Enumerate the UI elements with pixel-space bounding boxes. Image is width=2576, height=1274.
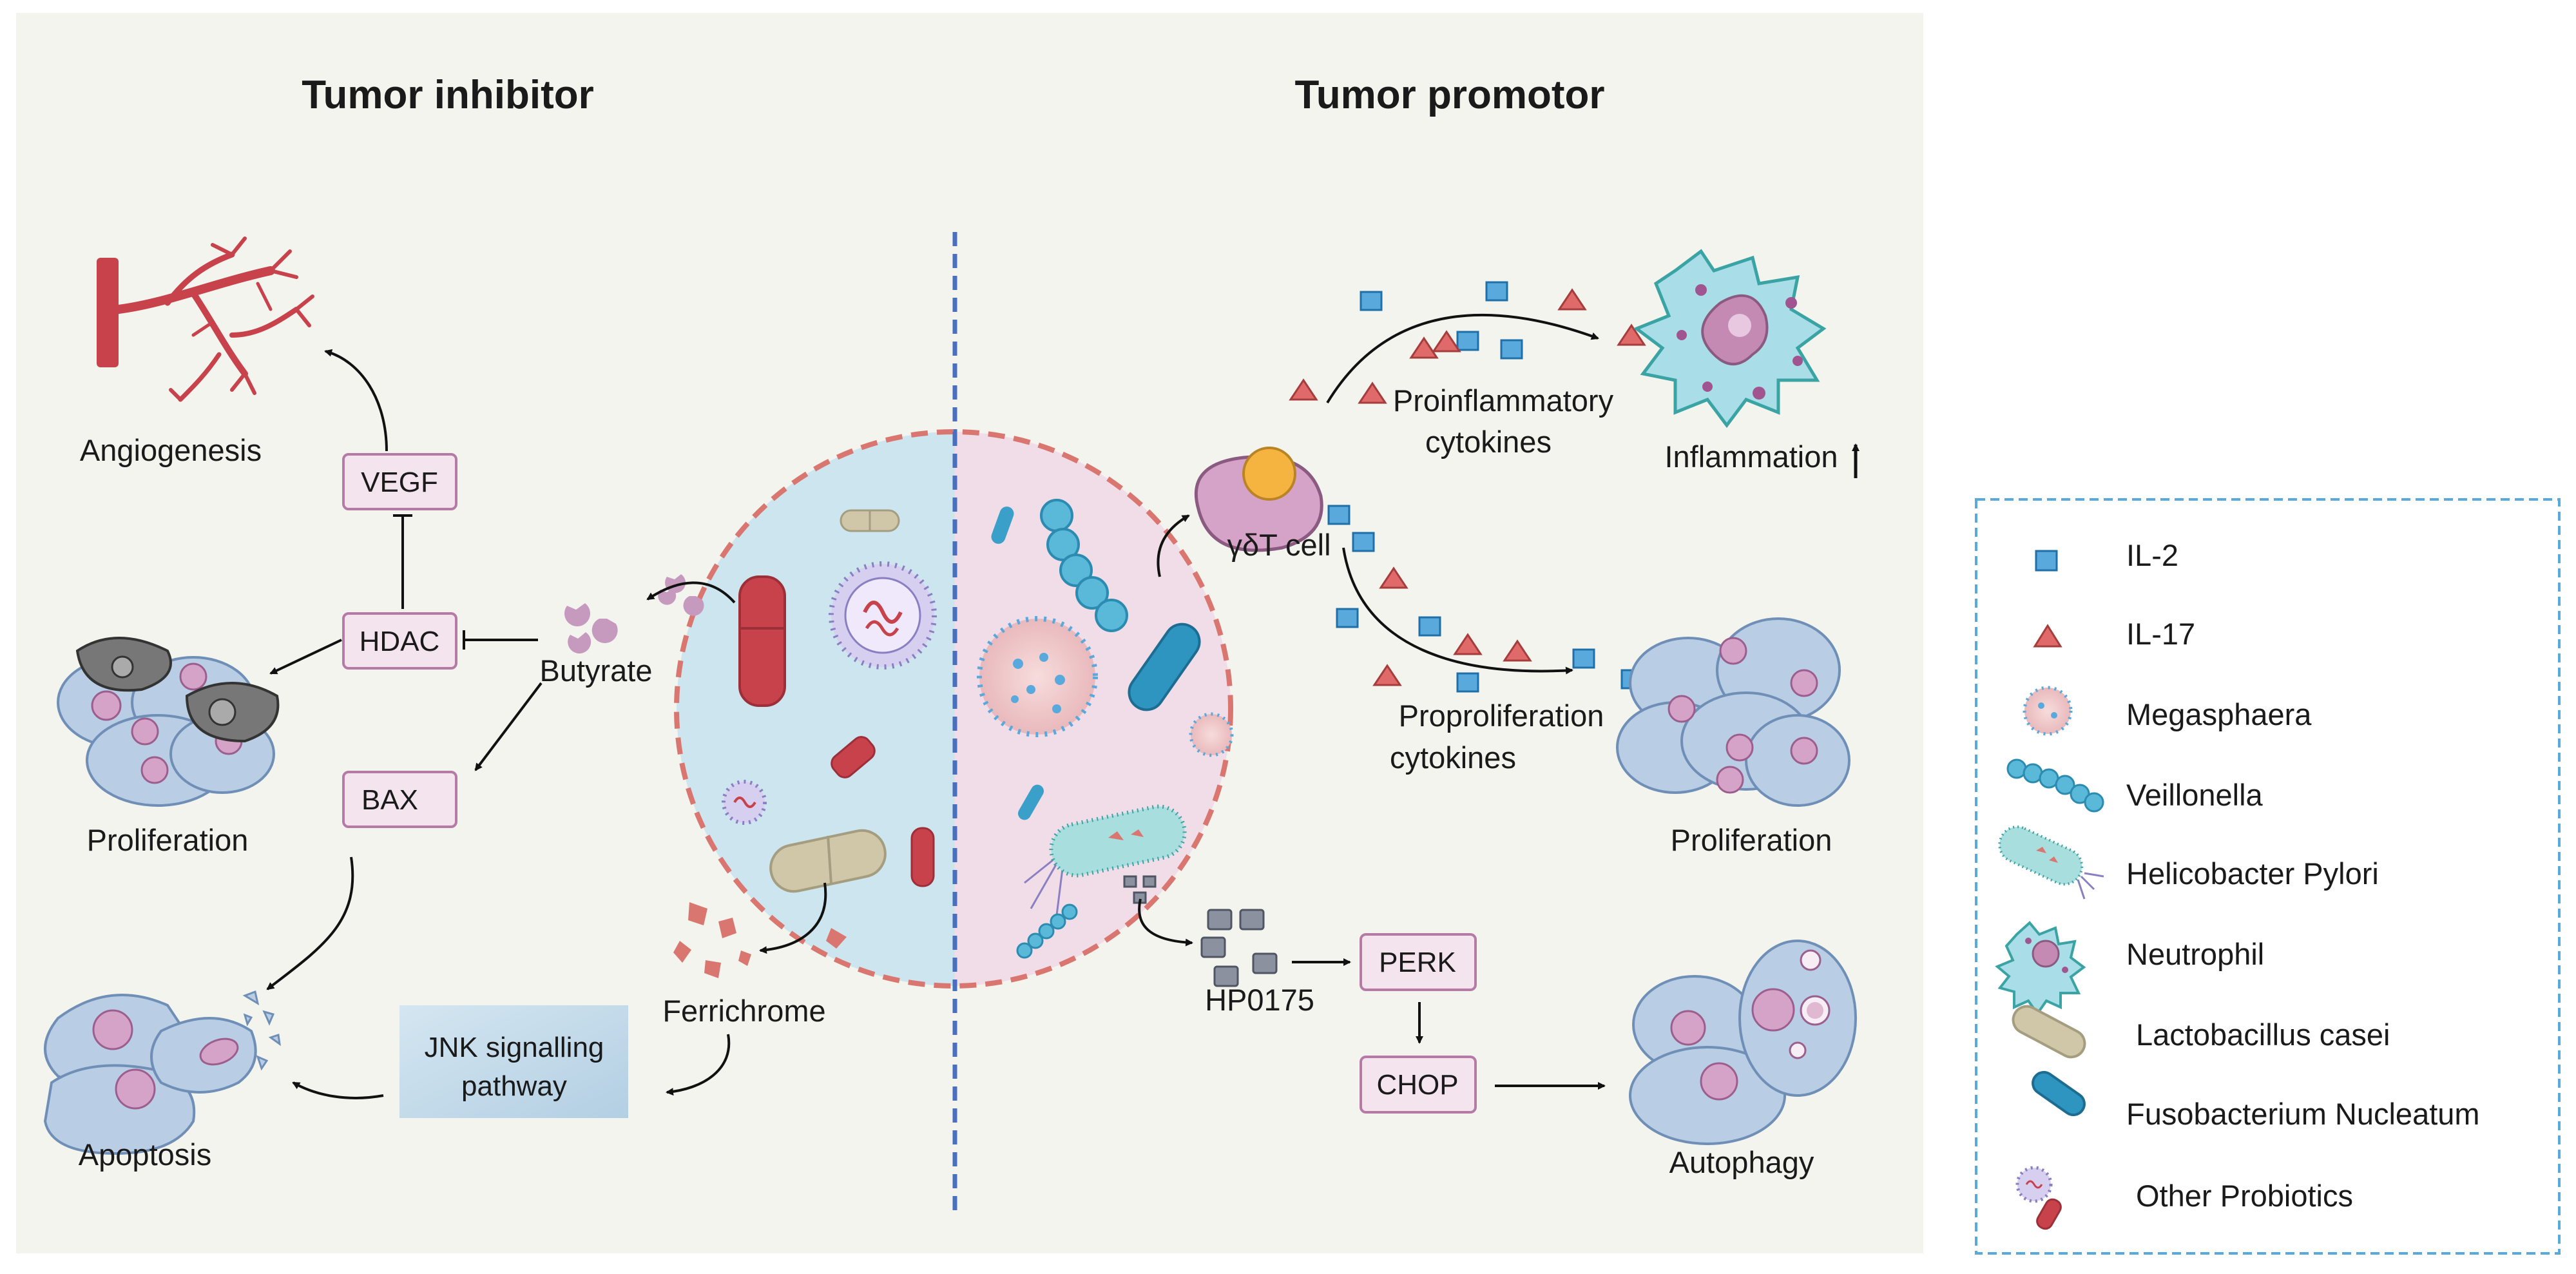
- perk-label: PERK: [1379, 947, 1456, 978]
- proinflammatory-label-line1: Proinflammatory: [1393, 383, 1614, 418]
- proliferation-label-right: Proliferation: [1671, 823, 1832, 857]
- lactobacillus-casei-small: [840, 509, 900, 532]
- arrow-vegf-to-angiogenesis: [324, 349, 388, 452]
- arrow-tcell-to-proliferation: [1342, 547, 1573, 675]
- il-2-square-icon: [2035, 550, 2058, 572]
- legend-label-helicobacter-pylori: Helicobacter Pylori: [2126, 856, 2379, 891]
- helicobacter-pylori-icon: [1998, 825, 2104, 900]
- autophagy-label: Autophagy: [1669, 1145, 1814, 1179]
- bax-box: [342, 771, 457, 828]
- lactobacillus-casei-large: [769, 829, 887, 893]
- arrow-hdac-to-proliferation: [269, 639, 342, 675]
- left-title: Tumor inhibitor: [302, 73, 593, 117]
- hp0175-label: HP0175: [1205, 983, 1314, 1017]
- chop-label: CHOP: [1376, 1069, 1458, 1101]
- right-title: Tumor promotor: [1294, 73, 1604, 117]
- fusobacterium-small-mid: [1018, 784, 1044, 820]
- blood-vessel-icon: [97, 236, 314, 402]
- other-probiotic-small: [722, 780, 767, 825]
- fusobacterium-nucleatum-icon: [2032, 1070, 2086, 1117]
- arrow-microbe-to-butyrate: [646, 581, 736, 604]
- il-17-triangle-icon: [2033, 624, 2062, 648]
- ferrichrome-fragments-icon: [673, 902, 847, 978]
- legend-label-il-17: IL-17: [2126, 617, 2195, 651]
- other-probiotic-spiked: [829, 561, 937, 670]
- hp0175-molecules-icon: [1123, 875, 1278, 987]
- vegf-label: VEGF: [361, 467, 438, 498]
- legend-label-fusobacterium-nucleatum: Fusobacterium Nucleatum: [2126, 1097, 2480, 1131]
- megasphaera-large: [977, 616, 1098, 737]
- veillonella-small-chain: [1016, 903, 1078, 959]
- perk-box: [1360, 933, 1477, 991]
- bax-label: BAX: [361, 784, 418, 816]
- apoptosis-label: Apoptosis: [79, 1137, 211, 1172]
- veillonella-chain: [1040, 499, 1128, 632]
- legend-label-neutrophil: Neutrophil: [2126, 937, 2264, 971]
- fusobacterium-large: [1128, 623, 1201, 711]
- legend-label-lactobacillus-casei: Lactobacillus casei: [2136, 1018, 2390, 1052]
- inflammation-label: Inflammation: [1664, 439, 1838, 474]
- apoptosis-cells: [43, 990, 281, 1155]
- arrow-microbe-to-tcell: [1157, 514, 1190, 577]
- veillonella-icon: [2006, 758, 2104, 813]
- gd-t-cell-label: γδT cell: [1227, 528, 1331, 562]
- left-arrows: [266, 349, 827, 1099]
- arrow-ferrichrome-to-jnk: [666, 1034, 731, 1096]
- chop-box: [1360, 1056, 1477, 1114]
- proliferation-cells-right: [1616, 617, 1850, 807]
- fusobacterium-small-top: [991, 507, 1014, 544]
- cytokine-markers: [1289, 281, 1646, 693]
- jnk-signalling-box: [399, 1005, 628, 1118]
- legend-label-megasphaera: Megasphaera: [2126, 697, 2312, 731]
- megasphaera-small: [1189, 712, 1234, 757]
- lactobacillus-casei-icon: [2012, 1005, 2086, 1059]
- hdac-box: [342, 612, 457, 670]
- red-probiotic-vertical: [910, 827, 935, 887]
- megasphaera-icon: [2023, 686, 2073, 736]
- legend-label-other-probiotics: Other Probiotics: [2136, 1179, 2353, 1213]
- proproliferation-label-line2: cytokines: [1390, 740, 1516, 775]
- gd-t-cell-icon: [1194, 447, 1323, 552]
- neutrophil-icon: [1633, 249, 1827, 429]
- neutrophil-icon-legend: [1995, 921, 2086, 1016]
- butyrate-molecules-icon: [564, 574, 704, 654]
- legend: IL-2 IL-17 Megasphaera Veillonella Helic…: [1975, 498, 2561, 1255]
- arrow-hpylori-to-hp0175: [1138, 898, 1193, 947]
- red-probiotic-small: [831, 736, 876, 778]
- legend-label-il-2: IL-2: [2126, 538, 2178, 572]
- other-probiotics-icon: [2015, 1166, 2062, 1230]
- autophagy-cells: [1629, 940, 1857, 1145]
- proinflammatory-label-line2: cytokines: [1425, 425, 1552, 459]
- proproliferation-label-line1: Proproliferation: [1399, 699, 1604, 733]
- angiogenesis-label: Angiogenesis: [80, 433, 262, 467]
- legend-label-veillonella: Veillonella: [2126, 778, 2264, 812]
- arrow-bax-to-apoptosis: [266, 856, 354, 990]
- proliferation-cells-left: [57, 637, 280, 807]
- hdac-label: HDAC: [360, 626, 440, 657]
- arrow-lactobacillus-to-ferrichrome: [759, 882, 827, 954]
- helicobacter-pylori: [1024, 804, 1187, 916]
- arrow-butyrate-to-bax: [474, 682, 543, 771]
- proliferation-label-left: Proliferation: [87, 823, 249, 857]
- arrow-tcell-to-inflammation: [1326, 313, 1599, 404]
- red-probiotic-large: [738, 575, 786, 707]
- vegf-box: [342, 453, 457, 510]
- arrow-jnk-to-apoptosis: [292, 1081, 384, 1099]
- jnk-label-line2: pathway: [461, 1070, 567, 1102]
- butyrate-label: Butyrate: [539, 653, 652, 688]
- ferrichrome-label: Ferrichrome: [662, 994, 825, 1028]
- jnk-label-line1: JNK signalling: [425, 1032, 604, 1063]
